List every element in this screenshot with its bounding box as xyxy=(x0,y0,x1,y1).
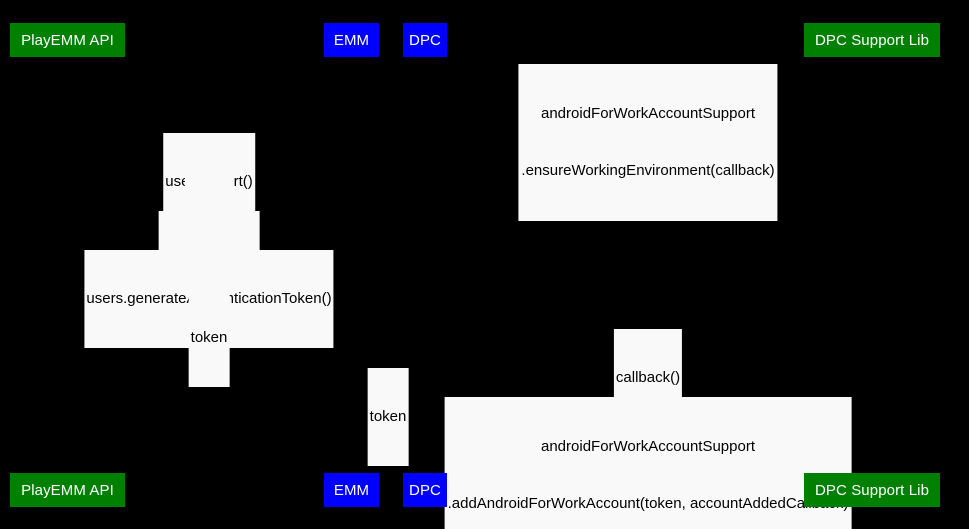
participant-label: DPC Support Lib xyxy=(814,31,930,49)
participant-foot-dpc-support-lib[interactable]: DPC Support Lib xyxy=(804,473,940,507)
lifeline-dpc-support-lib xyxy=(872,57,873,473)
message-label-ensure-working-environment: androidForWorkAccountSupport .ensureWork… xyxy=(518,64,778,221)
participant-label: PlayEMM API xyxy=(21,31,114,49)
message-label-token-to-emm: token xyxy=(188,289,230,387)
participant-head-emm[interactable]: EMM xyxy=(324,23,379,57)
message-line-1: androidForWorkAccountSupport xyxy=(541,438,755,455)
lifeline-playemm-api xyxy=(68,57,69,473)
message-line-1: androidForWorkAccountSupport xyxy=(540,105,755,122)
message-line-1: token xyxy=(190,329,228,346)
participant-label: EMM xyxy=(333,31,370,49)
participant-label: EMM xyxy=(333,481,370,499)
participant-head-dpc-support-lib[interactable]: DPC Support Lib xyxy=(804,23,940,57)
participant-label: DPC Support Lib xyxy=(814,481,930,499)
lifeline-dpc xyxy=(425,57,426,473)
message-line-1: token xyxy=(369,408,407,425)
participant-label: DPC xyxy=(409,481,441,499)
lifeline-emm xyxy=(351,57,352,473)
participant-foot-dpc[interactable]: DPC xyxy=(403,473,447,507)
message-line-1: callback() xyxy=(615,369,681,386)
message-line-2: .addAndroidForWorkAccount(token, account… xyxy=(447,495,849,512)
message-line-2: .ensureWorkingEnvironment(callback) xyxy=(521,162,775,179)
participant-foot-emm[interactable]: EMM xyxy=(324,473,379,507)
participant-label: DPC xyxy=(409,31,441,49)
participant-head-playemm-api[interactable]: PlayEMM API xyxy=(10,23,125,57)
participant-head-dpc[interactable]: DPC xyxy=(403,23,447,57)
participant-label: PlayEMM API xyxy=(21,481,114,499)
message-label-token-to-dpc: token xyxy=(367,368,409,466)
message-label-add-android-for-work-account: androidForWorkAccountSupport .addAndroid… xyxy=(444,397,852,529)
participant-foot-playemm-api[interactable]: PlayEMM API xyxy=(10,473,125,507)
